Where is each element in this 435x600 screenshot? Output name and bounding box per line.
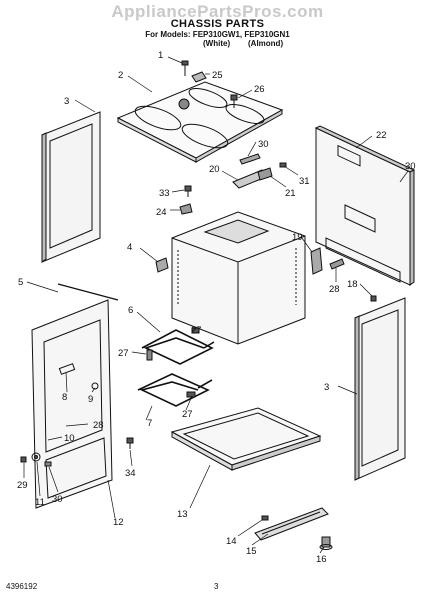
part-screw-14 [261,515,269,521]
part-bake-element [137,373,213,407]
part-bracket-27a [191,327,200,334]
callout-5: 5 [18,277,23,288]
document-number: 4396192 [6,582,38,591]
callout-25: 25 [212,70,223,81]
callout-3-left: 3 [64,96,69,107]
callout-27-lower: 27 [182,409,193,420]
part-oven-cavity [171,211,306,345]
part-bracket-25 [191,71,207,83]
part-clip-21 [257,167,273,181]
callout-labels: 1 2 3 3 4 5 6 7 8 9 10 11 12 13 14 15 16… [17,50,416,565]
callout-21: 21 [285,188,296,199]
callout-26: 26 [254,84,265,95]
part-wire-5 [57,283,119,301]
part-rear-panel [314,125,416,286]
model-numbers: For Models: FEP310GW1, FEP310GN1 [145,30,290,39]
callout-33: 33 [159,188,170,199]
callout-34: 34 [125,468,136,479]
callout-16: 16 [316,554,327,565]
part-screw-34 [126,437,134,449]
part-side-panel-left [41,111,101,263]
part-broil-element [141,329,215,365]
callout-30-front: 30 [52,494,63,505]
part-screw-26 [230,94,238,108]
part-screw-29 [20,456,27,463]
part-bracket-24 [179,203,193,215]
callout-2: 2 [118,70,123,81]
callout-8: 8 [62,392,67,403]
part-leveler-16 [319,536,333,550]
part-bracket-27b [146,349,153,361]
part-knob-11 [31,452,41,462]
callout-14: 14 [226,536,237,547]
callout-30-top: 30 [258,139,269,150]
part-bracket-19 [310,247,323,275]
callout-10: 10 [64,433,75,444]
part-drawer-tray [170,407,322,471]
diagram-title: CHASSIS PARTS [170,18,265,30]
part-bracket-27c [186,391,196,398]
callout-20: 20 [209,164,220,175]
callout-27-left: 27 [118,348,129,359]
part-screw-18 [370,295,377,302]
part-side-panel-right [354,297,406,481]
callout-22: 22 [376,130,387,141]
part-screw-30 [239,153,261,165]
callout-11: 11 [35,497,45,508]
callout-28-rear: 28 [329,284,340,295]
part-rail-15 [254,507,329,541]
callout-18: 18 [347,279,358,290]
part-screw-28-right [329,258,345,270]
callout-3-right: 3 [324,382,329,393]
callout-24: 24 [156,207,167,218]
part-top-panel [116,81,284,163]
callout-12: 12 [113,517,124,528]
part-clip-30 [44,461,52,467]
callout-6: 6 [128,305,133,316]
variant-almond: (Almond) [248,39,284,48]
callout-15: 15 [246,546,257,557]
callout-9: 9 [88,394,93,405]
part-front-frame [31,299,113,509]
callout-30-right: 30 [405,161,416,172]
callout-7: 7 [147,418,152,429]
callout-4: 4 [127,242,132,253]
leader-lines [23,56,409,554]
callout-29: 29 [17,480,28,491]
part-screw-31 [279,162,287,168]
callout-27-top: 27 [191,325,202,336]
callout-28-front: 28 [93,420,104,431]
watermark-text: AppliancePartsPros.com [111,2,324,21]
callout-19: 19 [292,232,303,243]
variant-white: (White) [203,39,231,48]
page-number: 3 [214,582,219,591]
part-clip-4 [155,257,169,273]
part-screw-33 [184,185,192,197]
callout-13: 13 [177,509,188,520]
callout-31: 31 [299,176,310,187]
part-screw-top [181,60,189,76]
callout-1: 1 [158,50,163,61]
